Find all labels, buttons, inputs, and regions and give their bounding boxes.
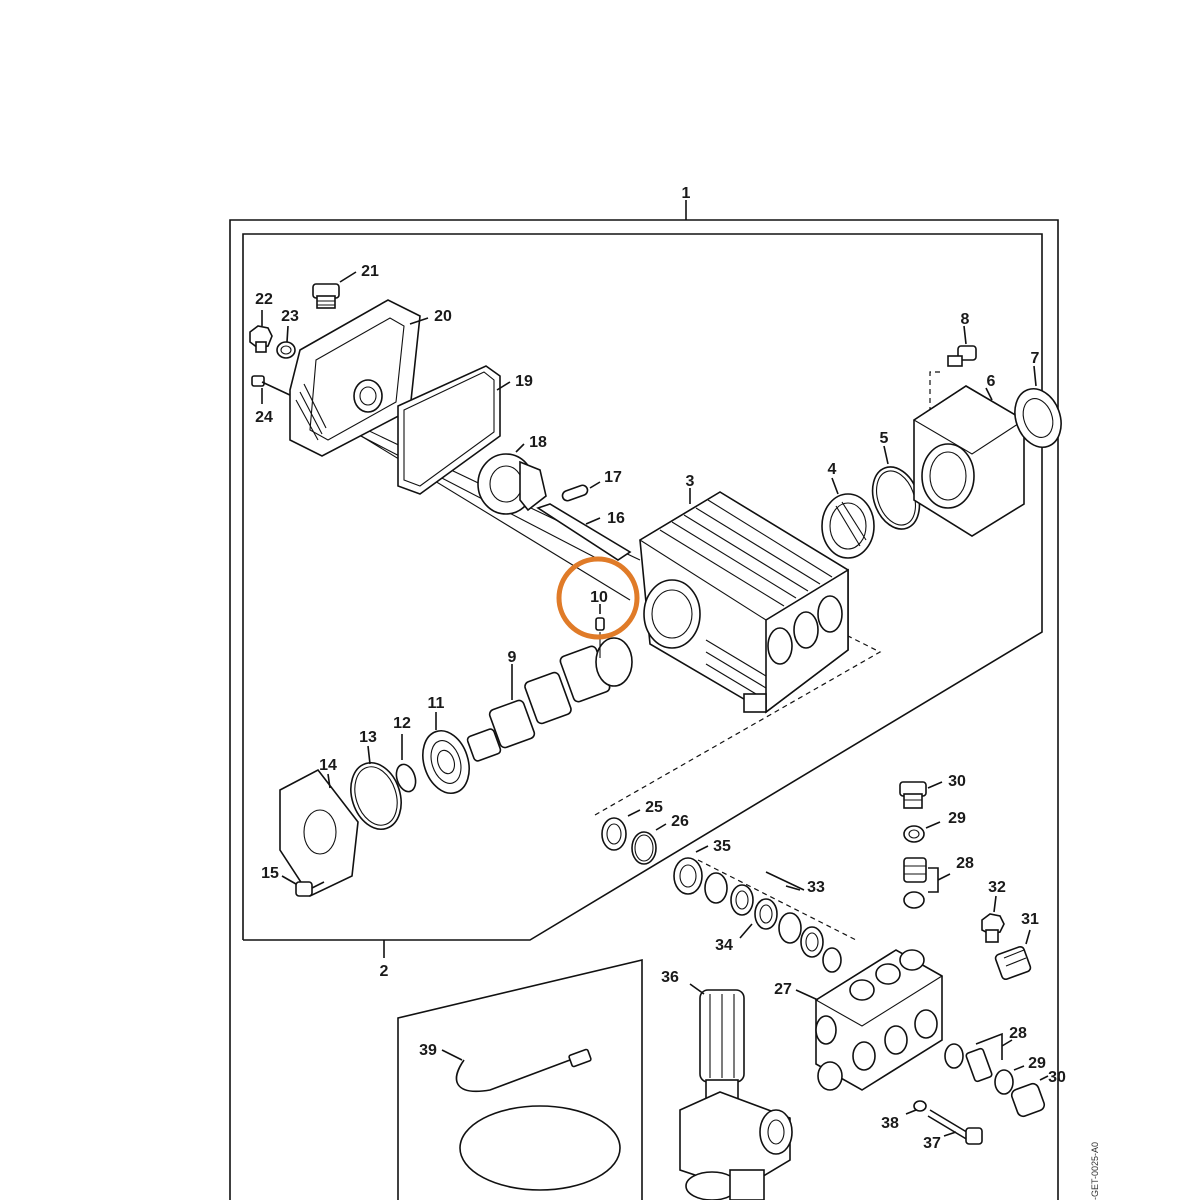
part-3-crankcase xyxy=(638,488,850,714)
part-35-seal xyxy=(673,845,709,895)
label-part-24: 24 xyxy=(255,409,273,426)
part-27-pump-head xyxy=(795,949,944,1091)
crankcase-fins xyxy=(659,499,833,701)
label-part-39: 39 xyxy=(419,1042,437,1059)
label-part-17: 17 xyxy=(604,469,622,486)
part-32-plug xyxy=(981,895,1005,943)
label-part-14: 14 xyxy=(319,757,337,774)
part-39-hose xyxy=(441,1048,621,1191)
label-part-37: 37 xyxy=(923,1135,941,1152)
part-21-plug xyxy=(312,271,357,309)
part-11-ball-bearing xyxy=(422,712,470,794)
label-part-15: 15 xyxy=(261,865,279,882)
part-18-connecting-rod xyxy=(477,443,547,515)
part-22-bolt xyxy=(249,310,273,353)
label-part-23: 23 xyxy=(281,308,299,325)
part-28-valve-upper xyxy=(903,857,951,909)
part-30-plug-lower xyxy=(1010,1075,1049,1118)
label-part-1: 1 xyxy=(682,185,691,202)
part-31-fitting xyxy=(994,929,1032,981)
part-17-pin xyxy=(561,481,601,502)
label-part-22: 22 xyxy=(255,291,273,308)
part-37-bolt xyxy=(927,1109,983,1145)
label-part-32: 32 xyxy=(988,879,1006,896)
part-36-unloader-valve xyxy=(679,983,793,1200)
part-29-washer-lower xyxy=(994,1065,1025,1095)
label-part-8: 8 xyxy=(961,311,970,328)
part-13-o-ring xyxy=(350,745,402,830)
label-part-30-upper: 30 xyxy=(948,773,966,790)
highlight-circle xyxy=(556,556,640,640)
part-28-valve-lower xyxy=(944,1032,1013,1083)
label-part-10: 10 xyxy=(590,589,608,606)
part-23-washer xyxy=(276,325,296,359)
label-part-29-lower: 29 xyxy=(1028,1055,1046,1072)
label-part-34: 34 xyxy=(715,937,733,954)
label-part-5: 5 xyxy=(880,430,889,447)
label-part-26: 26 xyxy=(671,813,689,830)
part-4-needle-bearing xyxy=(821,477,875,559)
part-25-seal xyxy=(601,809,641,851)
part-6-bearing-housing xyxy=(912,385,1026,537)
drawing-code: -GET-0025-A0 xyxy=(1090,1142,1100,1200)
label-part-9: 9 xyxy=(508,649,517,666)
label-part-27: 27 xyxy=(774,981,792,998)
label-part-16: 16 xyxy=(607,510,625,527)
label-part-13: 13 xyxy=(359,729,377,746)
label-part-7: 7 xyxy=(1031,350,1040,367)
part-34-spacer xyxy=(739,923,753,939)
part-15-screw xyxy=(281,875,325,897)
label-part-25: 25 xyxy=(645,799,663,816)
part-9-crankshaft xyxy=(466,637,633,762)
label-part-28-lower: 28 xyxy=(1009,1025,1027,1042)
part-number-labels: 1 2 3 4 5 6 7 8 9 10 11 12 13 14 15 16 1… xyxy=(255,185,1066,1152)
part-26-o-ring xyxy=(631,823,667,865)
label-part-28-upper: 28 xyxy=(956,855,974,872)
part-20-cover xyxy=(289,299,429,457)
part-33-seal-set xyxy=(704,871,842,973)
part-8-screw xyxy=(947,325,977,367)
part-12-circlip xyxy=(395,734,417,793)
part-16-guide-rod xyxy=(536,503,632,561)
label-part-36: 36 xyxy=(661,969,679,986)
label-part-31: 31 xyxy=(1021,911,1039,928)
label-part-19: 19 xyxy=(515,373,533,390)
part-30-plug-upper xyxy=(899,781,943,809)
part-7-shaft-seal xyxy=(1014,365,1062,448)
label-part-11: 11 xyxy=(428,695,445,712)
label-part-38: 38 xyxy=(881,1115,899,1132)
label-part-18: 18 xyxy=(529,434,547,451)
label-part-20: 20 xyxy=(434,308,452,325)
part-19-gasket xyxy=(397,365,511,495)
part-38-washer xyxy=(905,1100,927,1115)
label-part-35: 35 xyxy=(713,838,731,855)
label-part-21: 21 xyxy=(361,263,379,280)
part-14-flange xyxy=(279,768,359,898)
label-part-30-lower: 30 xyxy=(1048,1069,1066,1086)
part-29-washer-upper xyxy=(903,821,941,843)
label-part-4: 4 xyxy=(828,461,837,478)
label-part-2: 2 xyxy=(380,963,389,980)
label-part-3: 3 xyxy=(686,473,695,490)
label-part-29-upper: 29 xyxy=(948,810,966,827)
part-24-screw xyxy=(251,375,293,404)
label-part-12: 12 xyxy=(393,715,411,732)
label-part-6: 6 xyxy=(987,373,996,390)
label-part-33: 33 xyxy=(807,879,825,896)
